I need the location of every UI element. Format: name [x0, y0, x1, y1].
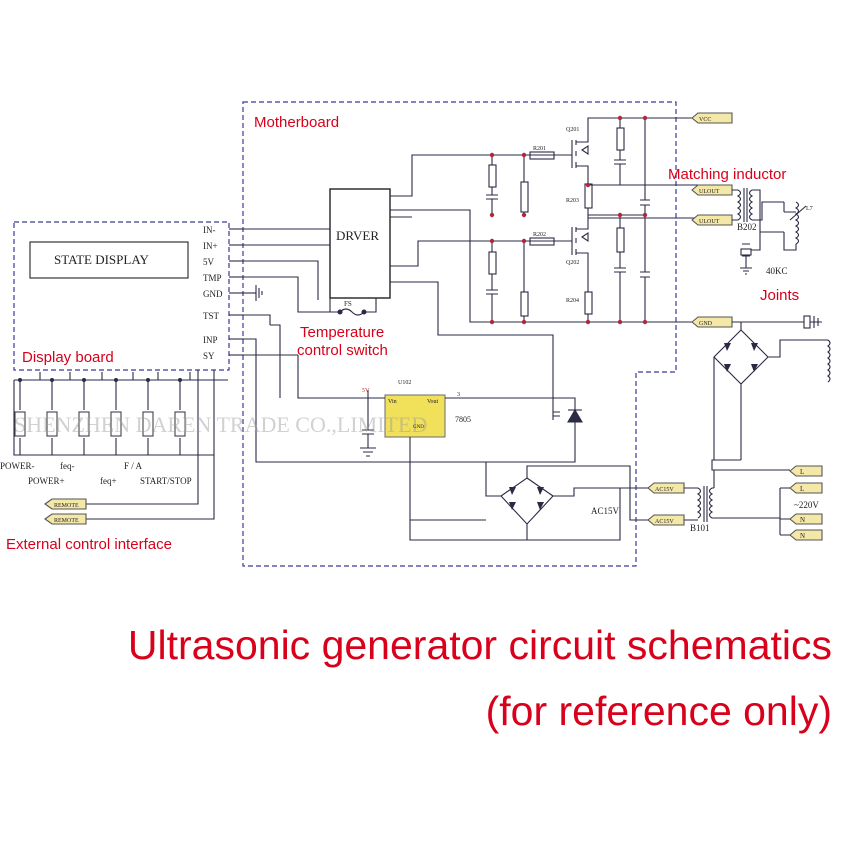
pin-5v: 5V: [203, 257, 215, 267]
l-connector-2: [789, 482, 823, 494]
remote-tag-1-label: REMOTE: [54, 503, 79, 509]
ulout2-label: ULOUT: [699, 219, 720, 225]
watermark: SHENZHEN DAREN TRADE CO.,LIMITED: [14, 412, 427, 437]
lower-snubber: [584, 215, 700, 323]
fuse: [318, 298, 377, 316]
pin-tst: TST: [203, 311, 220, 321]
pin-inp: INP: [203, 335, 218, 345]
button-label-feq-minus: feq-: [60, 461, 75, 471]
r201-label: R201: [533, 146, 546, 152]
gnd-connector: [691, 316, 733, 328]
joints-label: Joints: [760, 287, 799, 304]
external-control-wires: [86, 370, 215, 520]
button-label-start-stop: START/STOP: [140, 476, 192, 486]
pin-tmp: TMP: [203, 273, 222, 283]
q202-label: Q202: [566, 260, 579, 266]
regulator-vout: Vout: [427, 399, 439, 405]
r204-label: R204: [566, 298, 579, 304]
ac15v-label: AC15V: [591, 506, 620, 516]
pin-in-minus: IN-: [203, 225, 216, 235]
ac15v-conn-label-2: AC15V: [655, 519, 674, 525]
regulator-gnd: GND: [413, 425, 424, 430]
r203-label: R203: [566, 198, 579, 204]
b101-label: B101: [690, 523, 710, 533]
gnd-conn-label: GND: [699, 321, 713, 327]
junction-dots: [489, 115, 648, 325]
q202-mosfet: [560, 214, 645, 292]
pin-gnd: GND: [203, 289, 223, 299]
regulator-pin3: 3: [457, 392, 460, 398]
button-label-power-minus: POWER-: [0, 461, 35, 471]
l1-label: L: [800, 468, 804, 476]
n1-label: N: [800, 516, 805, 524]
motherboard-outline: [242, 101, 677, 567]
display-pin-ticks: [229, 228, 243, 356]
mains-label: ~220V: [794, 500, 819, 510]
temperature-switch-label-2: control switch: [297, 342, 388, 359]
matching-inductor-label: Matching inductor: [668, 166, 786, 183]
l-connector-1: [789, 465, 823, 477]
ground-symbol: [255, 285, 263, 301]
driver-output-wires: [390, 154, 590, 420]
driver-input-wires: [243, 228, 576, 463]
n-connector-2: [789, 529, 823, 541]
matching-transformer-b202: [732, 188, 807, 275]
n2-label: N: [800, 532, 805, 540]
q201-mosfet: [560, 117, 692, 180]
caption-title: Ultrasonic generator circuit schematics: [127, 622, 832, 668]
vcc-connector: [691, 112, 733, 124]
remote-tag-2-label: REMOTE: [54, 518, 79, 524]
r202-label: R202: [533, 232, 546, 238]
external-interface-label: External control interface: [6, 536, 172, 553]
regulator-part: 7805: [455, 415, 471, 424]
state-display-box: [29, 241, 189, 279]
motherboard-label: Motherboard: [254, 114, 339, 131]
remote-tag-1: [44, 498, 87, 510]
regulator-ref: U102: [398, 380, 411, 386]
l7-label: L7: [806, 206, 813, 212]
lower-driver-network: [486, 237, 555, 322]
transducer-label: 40KC: [766, 266, 788, 276]
driver-label: DRVER: [336, 228, 379, 243]
regulator-vin: Vin: [388, 399, 397, 405]
remote-tag-2: [44, 513, 87, 525]
upper-driver-network: [470, 151, 560, 215]
mains-wiring: [711, 459, 790, 536]
psu-bridge-rectifier: [409, 462, 648, 541]
pin-in-plus: IN+: [203, 241, 218, 251]
ac15v-conn-label-1: AC15V: [655, 487, 674, 493]
b202-label: B202: [737, 222, 757, 232]
fuse-label: FS: [344, 300, 352, 308]
power-transformer-b101: [684, 486, 780, 522]
n-connector-1: [789, 513, 823, 525]
state-display-label: STATE DISPLAY: [54, 252, 150, 267]
display-board-label: Display board: [22, 349, 114, 366]
joint-connector: [732, 315, 822, 329]
display-board-outline: [13, 221, 230, 371]
l2-label: L: [800, 485, 804, 493]
driver-chip: [329, 188, 391, 299]
mains-bridge-rectifier: [713, 322, 831, 460]
button-label-power-plus: POWER+: [28, 476, 65, 486]
regulator-5v: 5V: [362, 388, 370, 394]
button-label-feq-plus: feq+: [100, 476, 117, 486]
upper-snubber: [584, 118, 700, 215]
ulout1-label: ULOUT: [699, 189, 720, 195]
vcc-label: VCC: [699, 117, 711, 123]
regulator-7805: [360, 390, 583, 520]
temperature-switch-label-1: Temperature: [300, 324, 384, 341]
pin-sy: SY: [203, 351, 215, 361]
temperature-switch-wiring: [270, 324, 368, 399]
button-label-fa: F / A: [124, 461, 143, 471]
button-matrix: [13, 372, 228, 456]
q201-label: Q201: [566, 127, 579, 133]
caption-subtitle: (for reference only): [485, 688, 832, 734]
